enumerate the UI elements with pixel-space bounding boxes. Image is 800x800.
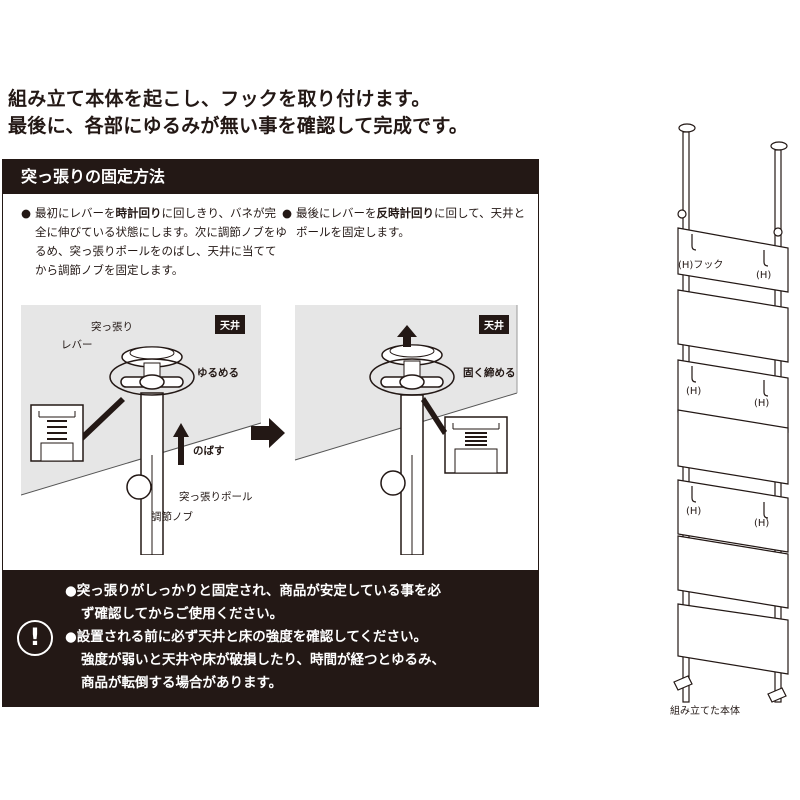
hook-label: (H)フック: [678, 260, 724, 271]
warning-line-3: ●設置される前に必ず天井と床の強度を確認してください。: [65, 629, 427, 645]
label-lever: レバー: [61, 339, 93, 351]
warning-line-4: 強度が弱いと天井や床が破損したり、時間が経つとゆるみ、: [81, 652, 445, 668]
label-tsuppari: 突っ張り: [91, 321, 133, 333]
hook-label: (H): [686, 386, 702, 397]
warning-line-1: ●突っ張りがしっかりと固定され、商品が安定している事を必: [65, 583, 442, 599]
hook-label: (H): [686, 506, 702, 517]
assembled-unit-drawing: [673, 123, 789, 703]
label-loosen: ゆるめる: [197, 367, 239, 379]
diagram-panel-loosen: 天井 突っ張り レバー ゆるめる のばす 突っ張りポール 調節ノブ: [20, 305, 262, 556]
next-step-arrow-icon: [251, 418, 285, 448]
bullet-icon: ●: [21, 206, 32, 220]
assembled-unit-illustration: (H)フック (H) (H) (H) (H) (H): [650, 110, 800, 720]
ceiling-tag: 天井: [479, 315, 509, 334]
label-extend: のばす: [193, 445, 225, 457]
ceiling-tag: 天井: [215, 315, 245, 334]
step-1-emphasis: 時計回り: [115, 206, 162, 220]
headline-line-2: 最後に、各部にゆるみが無い事を確認して完成です。: [8, 115, 469, 137]
headline: 組み立て本体を起こし、フックを取り付けます。 最後に、各部にゆるみが無い事を確認…: [8, 86, 468, 140]
step-2-part-b: に回して、天井とポールを固定します。: [296, 206, 526, 239]
headline-line-1: 組み立て本体を起こし、フックを取り付けます。: [8, 88, 431, 110]
warning-exclamation-icon: !: [17, 620, 53, 656]
warning-line-2: ず確認してからご使用ください。: [81, 606, 284, 622]
hook-label: (H): [756, 270, 772, 281]
pole-diagram-tighten: [294, 305, 518, 556]
instruction-box: 突っ張りの固定方法 ●最初にレバーを時計回りに回しきり、バネが完全に伸びている状…: [2, 159, 539, 707]
warning-line-5: 商品が転倒する場合があります。: [81, 675, 283, 691]
step-1-part-b: に回しきり、バネが完全に伸びている状態にします。次に調節ノブをゆるめ、突っ張りポ…: [35, 206, 287, 277]
step-1-text: ●最初にレバーを時計回りに回しきり、バネが完全に伸びている状態にします。次に調節…: [21, 204, 287, 280]
step-2-text: ●最後にレバーを反時計回りに回して、天井とポールを固定します。: [282, 204, 536, 242]
label-knob: 調節ノブ: [151, 511, 193, 523]
step-2-part-a: 最後にレバーを: [296, 206, 377, 220]
instruction-box-title: 突っ張りの固定方法: [3, 160, 538, 194]
hook-label: (H): [754, 398, 770, 409]
step-2-emphasis: 反時計回り: [376, 206, 435, 220]
diagram-panel-tighten: 天井 固く締める: [285, 305, 525, 556]
assembled-unit-caption: 組み立てた本体: [670, 706, 740, 717]
warning-text: ●突っ張りがしっかりと固定され、商品が安定している事を必 ず確認してからご使用く…: [65, 580, 535, 695]
warning-panel: ! ●突っ張りがしっかりと固定され、商品が安定している事を必 ず確認してからご使…: [3, 570, 538, 706]
pole-diagram-loosen: [20, 305, 262, 556]
label-tighten: 固く締める: [463, 367, 516, 379]
step-1-part-a: 最初にレバーを: [35, 206, 116, 220]
label-pole: 突っ張りポール: [179, 491, 253, 503]
hook-label: (H): [754, 518, 770, 529]
bullet-icon: ●: [282, 206, 293, 220]
